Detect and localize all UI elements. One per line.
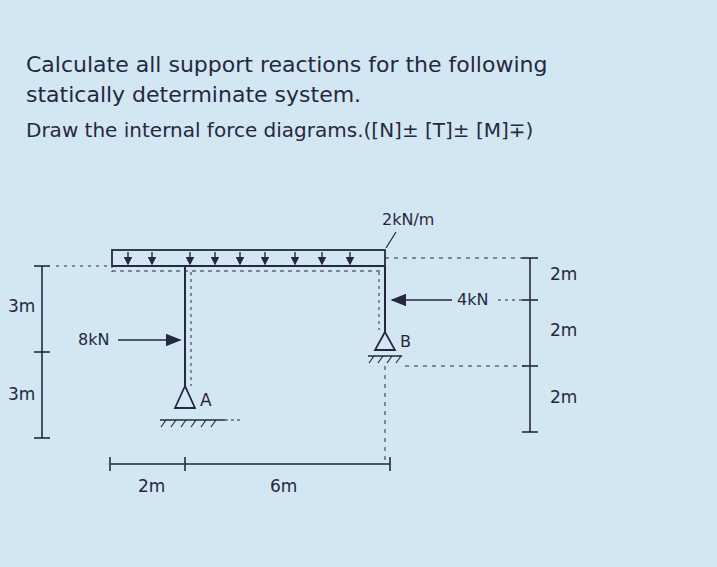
dimension-label: 2m — [548, 320, 579, 340]
dimension-label: 3m — [6, 296, 37, 316]
dimension-label: 2m — [136, 476, 167, 496]
dimension-label: 3m — [6, 384, 37, 404]
dimension-label: 2m — [548, 264, 579, 284]
dimension-label: 2m — [548, 387, 579, 407]
support-label: A — [198, 390, 214, 410]
task-text: Calculate all support reactions for the … — [24, 50, 588, 110]
force-label: 4kN — [455, 290, 490, 309]
dimension-label: 6m — [268, 476, 299, 496]
task-text: Draw the internal force diagrams.([N]± [… — [24, 118, 535, 142]
load-label: 2kN/m — [380, 210, 436, 229]
support-label: B — [398, 332, 413, 351]
force-label: 8kN — [76, 330, 111, 349]
